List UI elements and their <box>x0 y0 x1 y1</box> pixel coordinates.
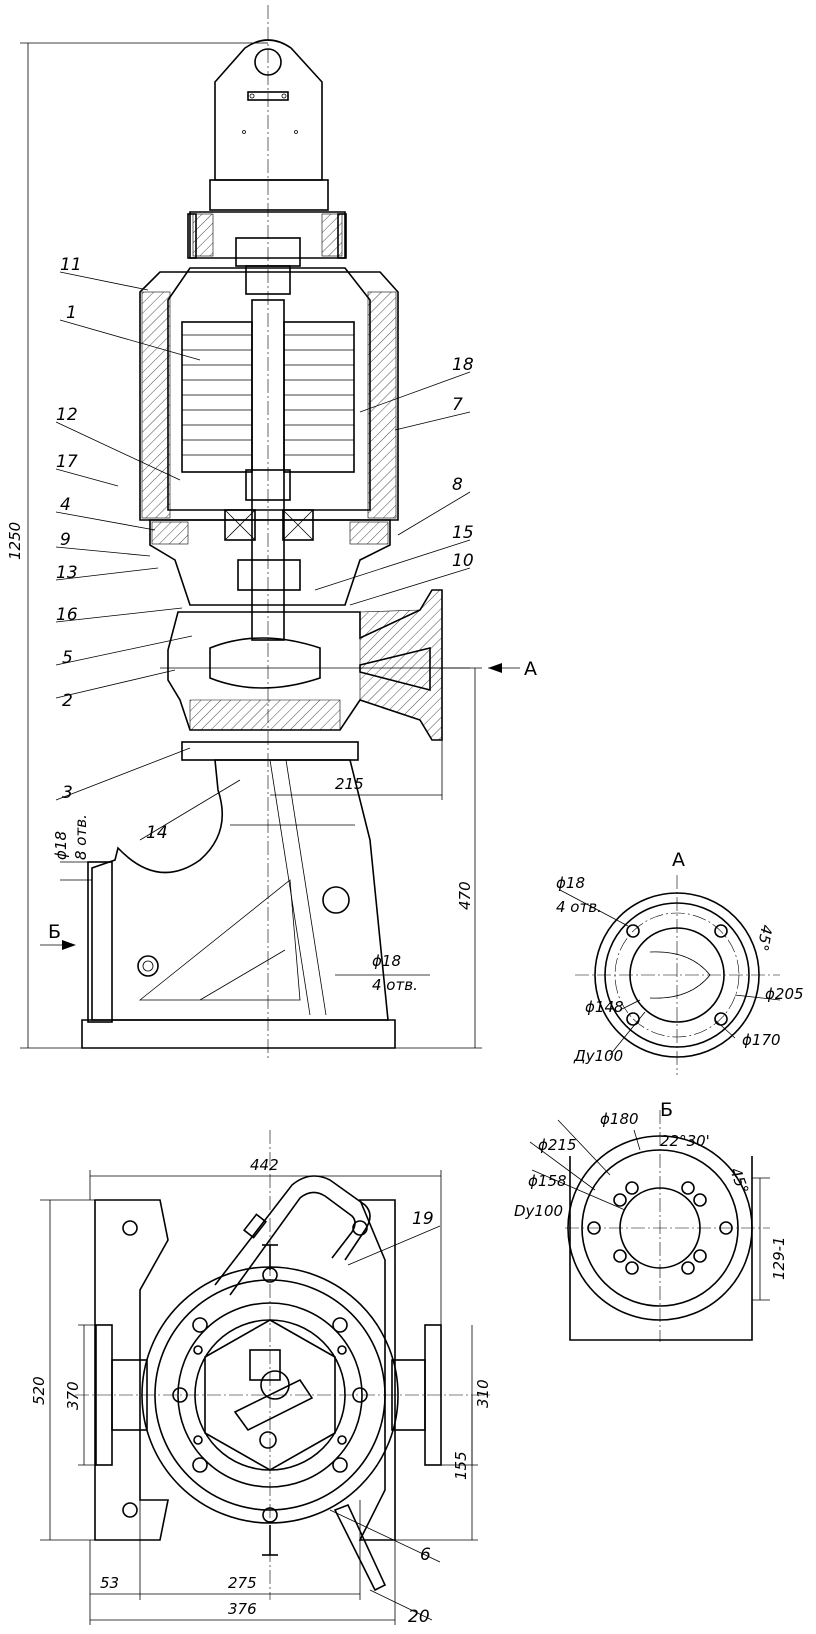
plan-view <box>75 1130 490 1600</box>
view-b-title: Б <box>660 1099 673 1121</box>
plan-dim-53: 53 <box>100 1574 119 1592</box>
view-b-phi215: ϕ215 <box>538 1136 577 1154</box>
plan-dim-376: 376 <box>228 1600 257 1618</box>
support-stand <box>81 759 396 1049</box>
part-label-6: 6 <box>420 1545 431 1565</box>
motor-housing <box>139 267 399 641</box>
seal-section <box>149 509 391 606</box>
view-b-ang45: 45° <box>726 1165 752 1196</box>
part-label-7: 7 <box>452 395 463 415</box>
plan-dim-155: 155 <box>452 1451 470 1480</box>
view-arrow-a: А <box>524 658 537 680</box>
main-view-dimensions: 1250 215 470 ϕ18 8 отв. ϕ18 4 отв. А Б <box>6 42 537 1049</box>
view-a-phi205: ϕ205 <box>765 985 804 1003</box>
view-b-phi180: ϕ180 <box>600 1110 639 1128</box>
part-label-4: 4 <box>60 495 71 515</box>
side-elevation-view <box>81 5 470 1060</box>
view-b-du100: Dy100 <box>514 1202 563 1220</box>
lifting-eye <box>214 39 323 181</box>
part-label-12: 12 <box>56 405 78 425</box>
part-label-19: 19 <box>412 1209 434 1229</box>
plan-dim-520: 520 <box>30 1376 48 1405</box>
part-label-14: 14 <box>146 823 168 843</box>
plan-dimensions: 442 520 370 310 155 53 275 376 <box>30 1156 492 1625</box>
dim-470: 470 <box>456 881 474 910</box>
part-labels: 11 1 18 7 12 17 8 4 15 9 10 13 16 5 2 3 … <box>56 255 474 1627</box>
plan-dim-275: 275 <box>228 1574 257 1592</box>
part-label-13: 13 <box>56 563 78 583</box>
part-label-8: 8 <box>452 475 463 495</box>
view-a-ang45: 45° <box>753 923 775 952</box>
part-label-5: 5 <box>62 648 73 668</box>
view-a-du100: Ду100 <box>573 1047 623 1065</box>
part-label-17: 17 <box>56 452 78 472</box>
view-b-d129: 129-1 <box>770 1236 788 1280</box>
part-label-16: 16 <box>56 605 78 625</box>
part-label-2: 2 <box>62 691 73 711</box>
dim-phi18-left: ϕ18 <box>52 831 70 860</box>
part-label-11: 11 <box>60 255 82 275</box>
view-a-holes4: 4 отв. <box>556 898 602 916</box>
dim-holes4-right: 4 отв. <box>372 976 418 994</box>
part-label-18: 18 <box>452 355 474 375</box>
pump-volute <box>160 589 470 741</box>
view-a-phi170: ϕ170 <box>742 1031 781 1049</box>
dim-215: 215 <box>335 775 364 793</box>
part-label-3: 3 <box>62 783 73 803</box>
dim-holes8: 8 отв. <box>72 814 90 860</box>
view-b-ang2230: 22°30' <box>660 1132 710 1150</box>
dim-1250: 1250 <box>6 522 24 560</box>
part-label-9: 9 <box>60 530 71 550</box>
view-a-flange: А <box>559 849 781 1075</box>
part-leaders <box>55 271 471 1621</box>
view-arrow-b: Б <box>48 921 61 943</box>
part-label-1: 1 <box>66 303 77 323</box>
view-b-flange: Б <box>529 1099 770 1342</box>
part-label-15: 15 <box>452 523 474 543</box>
view-a-title: А <box>672 849 685 871</box>
dim-phi18-right: ϕ18 <box>372 952 401 970</box>
top-cover <box>187 179 347 295</box>
view-b-phi158: ϕ158 <box>528 1172 567 1190</box>
view-a-phi18: ϕ18 <box>556 874 585 892</box>
volute-flange <box>181 741 359 761</box>
view-a-phi148: ϕ148 <box>585 998 624 1016</box>
part-label-20: 20 <box>408 1607 430 1627</box>
part-label-10: 10 <box>452 551 474 571</box>
plan-dim-310: 310 <box>474 1379 492 1408</box>
plan-dim-442: 442 <box>250 1156 279 1174</box>
plan-dim-370: 370 <box>64 1381 82 1410</box>
